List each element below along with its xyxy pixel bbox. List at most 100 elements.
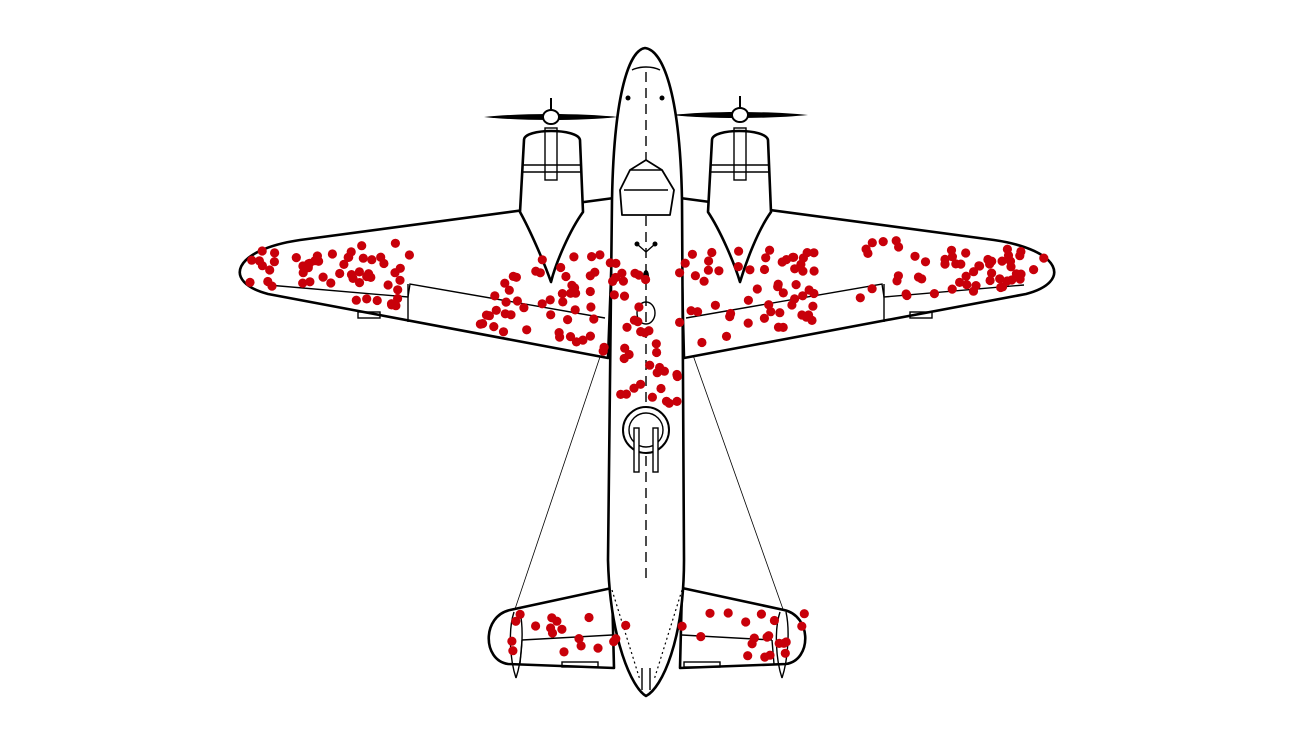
bullet-hit-fuselage-center — [647, 392, 658, 402]
bullet-hit-left-tail — [511, 616, 521, 626]
bullet-hit-left-inner-wing — [512, 296, 523, 306]
bullet-hit-left-tail — [576, 641, 586, 651]
bullet-hit-left-inner-wing — [500, 309, 510, 319]
bullet-hit-fuselage-center — [618, 276, 629, 286]
bullet-hit-left-outer-wing — [291, 253, 301, 263]
bullet-hit-left-inner-wing — [511, 272, 521, 282]
bullet-hit-left-outer-wing — [351, 295, 361, 305]
bullet-hit-right-inner-wing — [697, 337, 707, 348]
bullet-hit-right-outer-wing — [920, 257, 931, 267]
bullet-hit-left-outer-wing — [298, 261, 308, 271]
bullet-hit-right-inner-wing — [690, 271, 701, 281]
bullet-hit-left-inner-wing — [491, 305, 501, 315]
bullet-hit-fuselage-center — [619, 291, 630, 301]
bullet-hit-right-outer-wing — [961, 248, 971, 258]
bullet-hit-fuselage-center — [651, 339, 661, 349]
bullet-hit-right-inner-wing — [725, 312, 735, 322]
bullet-hit-right-outer-wing — [867, 238, 877, 248]
bullet-hit-fuselage-center — [634, 302, 644, 312]
bullet-hit-right-inner-wing — [764, 300, 774, 310]
bullet-hit-fuselage-center — [675, 268, 685, 278]
bullet-hit-right-inner-wing — [809, 248, 819, 258]
bullet-hit-left-tail — [593, 643, 603, 653]
bullet-hit-right-outer-wing — [947, 284, 957, 294]
bullet-hit-fuselage-center — [664, 398, 674, 408]
bullet-hit-left-inner-wing — [537, 255, 547, 265]
left-wing — [238, 196, 616, 360]
bullet-hit-fuselage-center — [624, 349, 634, 360]
bullet-hit-left-tail — [574, 634, 584, 644]
bullet-hit-right-inner-wing — [808, 301, 818, 311]
bullet-hit-right-inner-wing — [765, 245, 775, 255]
cockpit-canopy — [619, 159, 675, 216]
bullet-hit-left-outer-wing — [354, 278, 365, 288]
bullet-hit-fuselage-center — [675, 317, 685, 327]
bullet-hit-fuselage-center — [609, 290, 619, 300]
bullet-hit-left-tail — [611, 634, 621, 644]
bullet-hit-right-outer-wing — [894, 242, 904, 252]
bullet-hit-fuselage-center — [629, 383, 639, 393]
bullet-hit-left-inner-wing — [590, 267, 600, 277]
bullet-hit-left-outer-wing — [364, 269, 374, 279]
bullet-hit-left-tail — [508, 646, 518, 656]
bullet-hit-left-outer-wing — [346, 270, 357, 280]
right-aileron-tab — [909, 311, 933, 319]
bullet-hit-left-tail — [621, 620, 631, 631]
bullet-hit-fuselage-center — [622, 322, 632, 332]
bullet-hit-right-outer-wing — [996, 282, 1006, 293]
bullet-hit-right-inner-wing — [773, 279, 783, 289]
bullet-hit-left-outer-wing — [383, 280, 393, 290]
bullet-hit-right-outer-wing — [863, 248, 873, 258]
bullet-hit-right-outer-wing — [917, 274, 927, 284]
bullet-hit-right-inner-wing — [789, 252, 799, 262]
bullet-hit-right-outer-wing — [971, 281, 981, 291]
bullet-hit-fuselage-center — [641, 274, 651, 285]
bullet-hit-left-outer-wing — [393, 285, 403, 295]
bullet-hit-right-tail — [677, 621, 687, 631]
bullet-hit-left-inner-wing — [569, 252, 579, 262]
left-trim-tab — [561, 661, 599, 668]
nose-gun-left — [625, 95, 631, 101]
bullet-hit-right-outer-wing — [940, 259, 950, 269]
bullet-hit-right-inner-wing — [743, 295, 754, 305]
bullet-hit-right-outer-wing — [902, 290, 912, 301]
bullet-hit-right-tail — [797, 621, 807, 631]
bullet-hit-right-inner-wing — [721, 331, 732, 341]
bullet-hit-right-inner-wing — [693, 307, 703, 317]
bullet-hit-right-inner-wing — [714, 266, 724, 276]
bullet-hit-left-inner-wing — [498, 327, 509, 337]
bullet-hit-left-outer-wing — [257, 261, 267, 271]
hatch — [636, 301, 656, 325]
bullet-hit-right-outer-wing — [961, 271, 971, 281]
bullet-hit-right-outer-wing — [987, 256, 997, 266]
bullet-hit-fuselage-center — [629, 315, 640, 325]
bullet-hit-left-inner-wing — [585, 331, 596, 341]
bullet-hit-left-outer-wing — [395, 275, 405, 285]
bullet-hit-right-outer-wing — [1039, 253, 1049, 263]
bullet-hit-left-outer-wing — [354, 267, 364, 277]
left-aileron-tab — [357, 311, 381, 319]
bullet-hit-right-outer-wing — [929, 289, 940, 299]
bullet-hit-left-inner-wing — [589, 314, 599, 324]
nose-cap-line — [631, 66, 661, 71]
bullet-hit-right-tail — [799, 609, 809, 619]
bullet-hit-left-inner-wing — [478, 319, 488, 329]
bullet-hit-right-tail — [696, 632, 706, 642]
right-trim-tab — [683, 661, 721, 668]
bullet-hit-fuselage-center — [636, 327, 646, 337]
bullet-hit-left-outer-wing — [326, 278, 336, 288]
bullet-hit-right-outer-wing — [987, 268, 997, 278]
bullet-hit-right-tail — [769, 615, 780, 626]
bullet-hit-right-outer-wing — [1029, 265, 1039, 275]
bullet-hit-right-inner-wing — [809, 266, 819, 276]
bullet-hit-right-outer-wing — [995, 274, 1005, 284]
bullet-hit-right-inner-wing — [804, 285, 814, 295]
bullet-hit-right-inner-wing — [787, 300, 797, 310]
bullet-hit-left-outer-wing — [310, 256, 320, 266]
bullet-hit-right-inner-wing — [680, 258, 690, 268]
bullet-hit-right-inner-wing — [778, 322, 788, 332]
bullet-hit-left-tail — [547, 628, 558, 638]
bullet-hit-right-tail — [723, 608, 733, 618]
bullet-hit-left-inner-wing — [489, 322, 499, 332]
bullet-hit-left-inner-wing — [558, 297, 568, 307]
